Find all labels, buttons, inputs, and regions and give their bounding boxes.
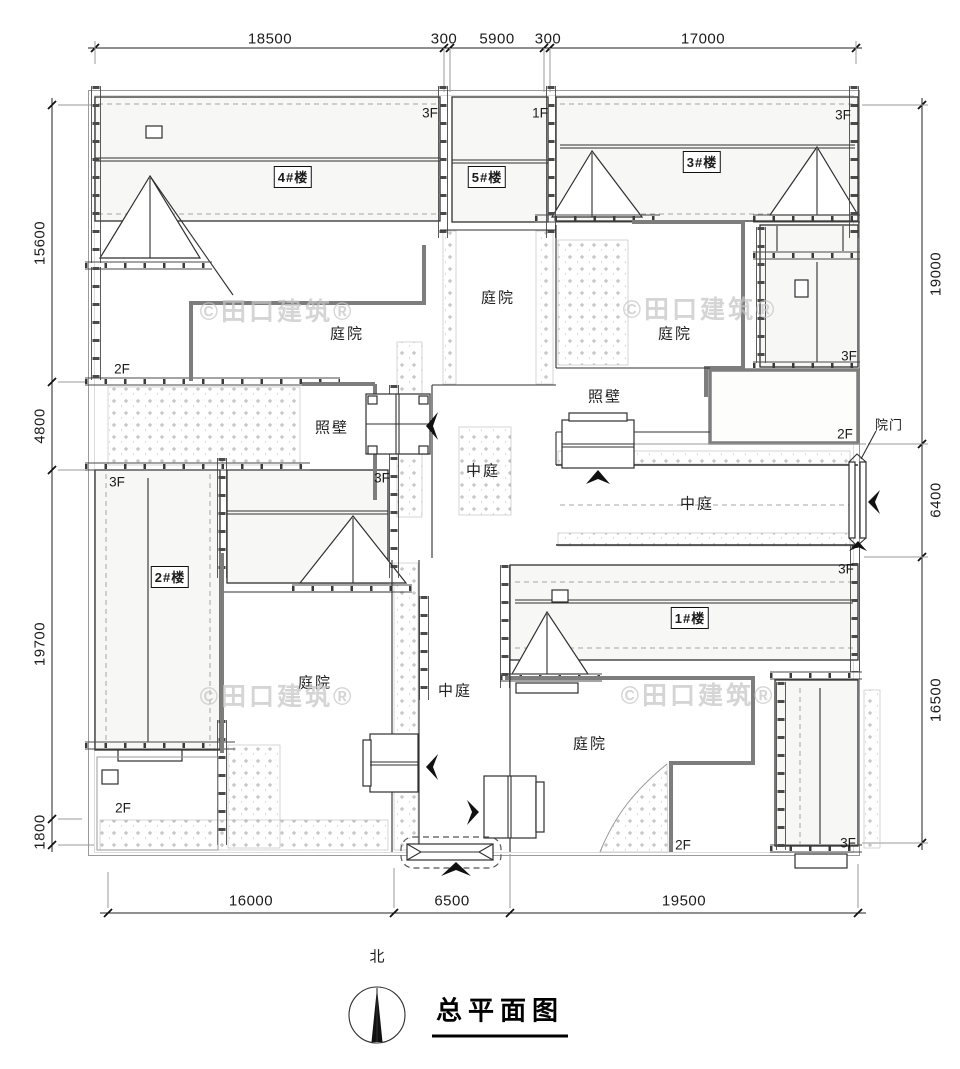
building-2-band <box>94 469 221 751</box>
gate-leader-line <box>860 430 877 460</box>
floor-marker-11: 2F <box>675 837 691 853</box>
gable-roofs <box>98 145 860 675</box>
dim-left-2: 4800 <box>31 408 49 444</box>
dim-bottom-3: 19500 <box>661 892 707 910</box>
north-compass <box>348 986 406 1044</box>
dim-top-3: 5900 <box>479 30 515 48</box>
dim-left-1: 15600 <box>31 220 49 266</box>
building-label-2: 2#楼 <box>150 566 190 588</box>
floor-marker-10: 2F <box>115 800 131 816</box>
room-label-atrium-3: 中庭 <box>437 682 473 700</box>
dimension-chain-right <box>862 98 928 850</box>
dimension-chain-left <box>47 98 94 852</box>
dim-bottom-1: 16000 <box>228 892 274 910</box>
room-label-courtyard-5: 庭院 <box>572 735 608 753</box>
building-label-3: 3#楼 <box>682 151 722 173</box>
rockery-curve <box>599 763 668 853</box>
right-wing-top <box>759 224 859 368</box>
floor-marker-7: 3F <box>841 348 857 364</box>
watermark-1: ©田口建筑® <box>199 298 355 326</box>
floor-marker-12: 3F <box>840 835 856 851</box>
building-5-band <box>451 96 549 223</box>
room-label-atrium-2: 中庭 <box>679 495 715 513</box>
room-label-courtyard-1: 庭院 <box>329 325 365 343</box>
dimension-chain-top <box>88 41 862 92</box>
floor-marker-3: 3F <box>835 107 851 123</box>
dim-top-2: 300 <box>430 30 458 48</box>
paved-areas <box>99 230 881 853</box>
dimension-chain-bottom <box>100 854 866 918</box>
dim-left-3: 19700 <box>31 621 49 667</box>
room-label-courtyard-2: 庭院 <box>480 289 516 307</box>
dim-right-2: 6400 <box>927 482 945 518</box>
building-label-5: 5#楼 <box>467 166 507 188</box>
room-label-courtyard-4: 庭院 <box>297 674 333 692</box>
floor-marker-5: 3F <box>109 474 125 490</box>
main-gate-bottom <box>400 836 502 869</box>
room-label-atrium-1: 中庭 <box>465 462 501 480</box>
screen-wall-symbols <box>362 393 635 839</box>
room-label-screen-wall-2: 照壁 <box>587 388 623 406</box>
room-label-gate: 院门 <box>874 417 904 433</box>
floor-marker-8: 2F <box>837 426 853 442</box>
dim-top-5: 17000 <box>680 30 726 48</box>
dim-left-4: 1800 <box>31 814 49 850</box>
building-label-4: 4#楼 <box>273 166 313 188</box>
right-wing-bottom <box>774 679 859 847</box>
floor-marker-6: 3F <box>374 470 390 486</box>
floor-marker-1: 3F <box>422 105 438 121</box>
courtyard-walls <box>189 220 860 852</box>
building-label-1: 1#楼 <box>670 607 710 629</box>
dim-top-4: 300 <box>534 30 562 48</box>
room-label-courtyard-3: 庭院 <box>657 325 693 343</box>
room-label-screen-wall-1: 照壁 <box>314 419 350 437</box>
page-title: 总平面图 <box>431 991 569 1038</box>
watermark-3: ©田口建筑® <box>199 683 355 711</box>
dim-top-1: 18500 <box>247 30 293 48</box>
floor-marker-2: 1F <box>532 105 548 121</box>
floor-marker-4: 2F <box>114 361 130 377</box>
entrance-arrows <box>426 412 880 876</box>
dim-right-1: 19000 <box>927 251 945 297</box>
rockery-stipple <box>599 763 669 853</box>
floor-marker-9: 3F <box>838 561 854 577</box>
watermark-4: ©田口建筑® <box>620 682 776 710</box>
courtyard-gate-right <box>848 430 877 547</box>
dim-bottom-2: 6500 <box>434 892 470 910</box>
dim-right-3: 16500 <box>927 677 945 723</box>
north-label: 北 <box>369 948 385 966</box>
watermark-2: ©田口建筑® <box>622 296 778 324</box>
